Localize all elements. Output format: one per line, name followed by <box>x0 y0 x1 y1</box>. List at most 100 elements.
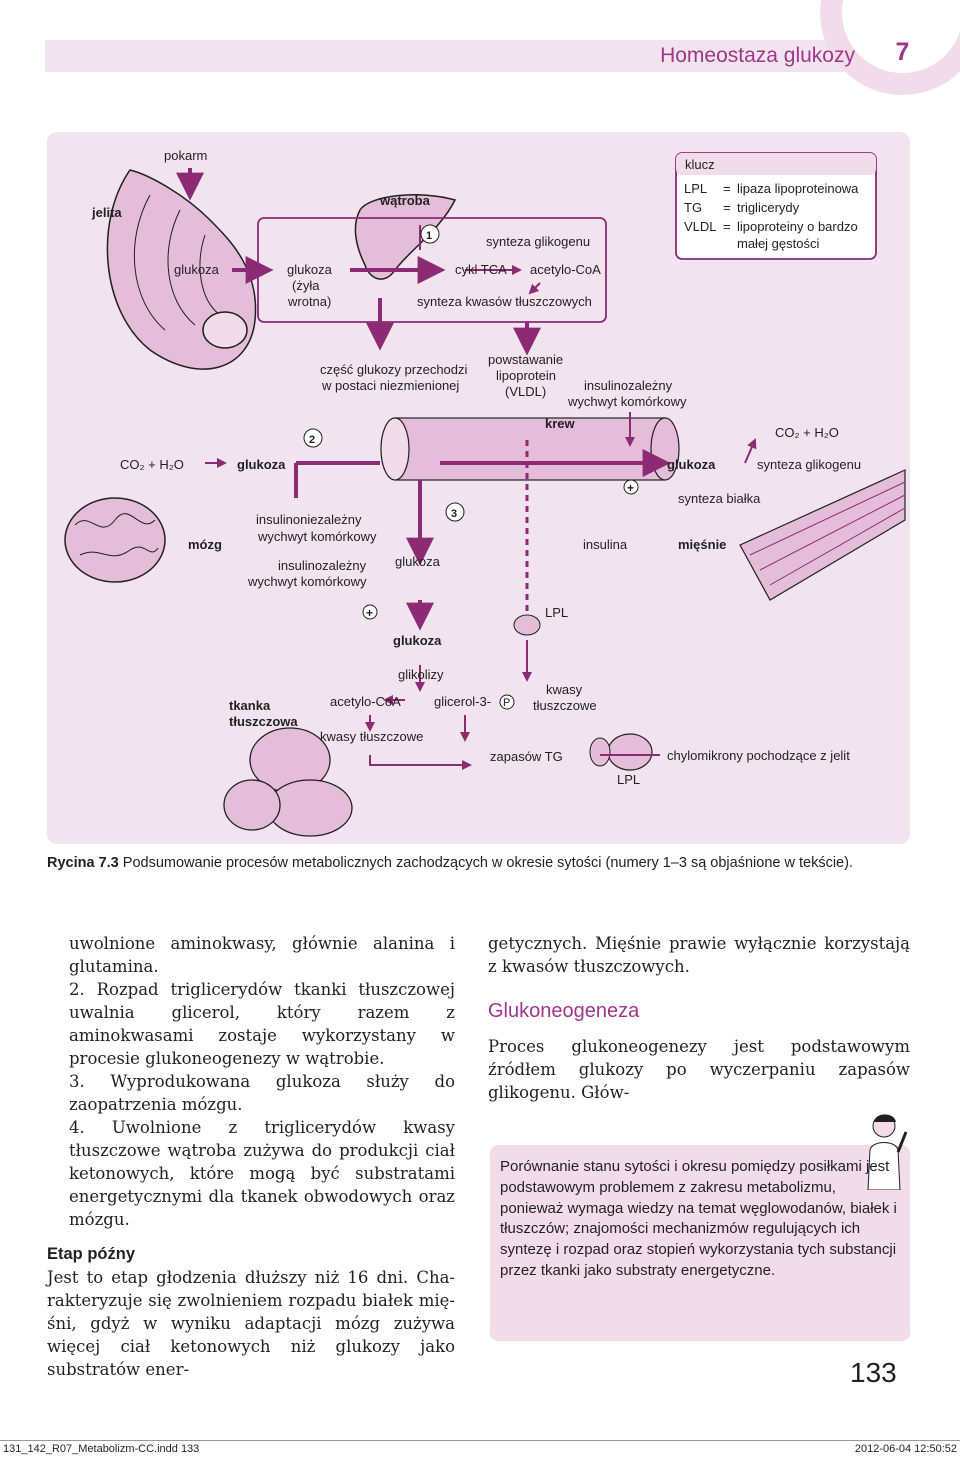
liver-shape <box>354 194 457 280</box>
right-para-1: getycznych. Mięśnie prawie wyłącznie kor… <box>488 934 910 976</box>
lpl-enzyme <box>513 614 541 636</box>
label-glicerol: glicerol-3- <box>434 694 491 709</box>
label-insulinoniezal-2: wychwyt komórkowy <box>257 529 377 544</box>
label-acetylo-coa-fat: acetylo-CoA <box>330 694 401 709</box>
label-powst-2: lipoprotein <box>496 368 556 383</box>
running-header-title: Homeostaza glukozy <box>660 44 855 67</box>
label-num2: 2 <box>309 434 315 446</box>
label-plus-muscle: + <box>627 481 634 495</box>
label-lpl-bottom: LPL <box>617 772 640 787</box>
section-heading-glukoneogeneza: Glukoneogeneza <box>488 1000 640 1022</box>
left-column: uwolnione aminokwasy, głównie alanina i … <box>47 932 455 1381</box>
caption-text: Podsumowanie procesów metabolicznych zac… <box>122 855 853 871</box>
step-circle-3 <box>445 502 465 522</box>
phosphate-circle <box>499 694 515 710</box>
label-acetylo-coa-top: acetylo-CoA <box>530 262 601 277</box>
intestine-illustration <box>106 169 257 370</box>
label-glukoza-blood: glukoza <box>237 457 286 472</box>
chapter-number: 7 <box>895 38 910 66</box>
brain-illustration <box>64 497 166 583</box>
label-insulinozal-b2: wychwyt komórkowy <box>247 574 367 589</box>
step-circle-1 <box>420 224 440 244</box>
key-tg: TG <box>684 200 702 215</box>
label-co2-left: CO₂ + H₂O <box>120 457 184 472</box>
footer-timestamp: 2012-06-04 12:50:52 <box>854 1443 957 1455</box>
label-insulinozal-2: wychwyt komórkowy <box>567 394 687 409</box>
label-insulina: insulina <box>583 537 628 552</box>
key-eq-1: = <box>723 181 731 196</box>
metabolism-diagram: pokarm jelita wątroba 1 2 3 synteza glik… <box>64 148 906 837</box>
left-para-4: 4. Uwolnione z triglicerydów kwasy tłusz… <box>69 1118 455 1229</box>
label-glukoza-mid: glukoza <box>395 554 441 569</box>
label-kwasy-fat: kwasy tłuszczowe <box>320 729 423 744</box>
label-synteza-glikogenu: synteza glikogenu <box>486 234 590 249</box>
arrow-to-tg <box>369 755 472 770</box>
blood-vessel <box>380 417 680 481</box>
doctor-icon <box>862 1110 908 1191</box>
label-powst-1: powstawanie <box>488 352 563 367</box>
info-box <box>490 1145 910 1341</box>
label-glukoza-portal-2: (żyła <box>292 278 320 293</box>
plus-circle-muscle <box>623 479 639 495</box>
key-title: klucz <box>685 157 715 172</box>
label-watroba: wątroba <box>379 193 431 208</box>
label-co2-right: CO₂ + H₂O <box>775 425 839 440</box>
step-circle-2 <box>303 428 323 448</box>
label-cykl-tca: cykl TCA <box>455 262 507 277</box>
label-czesc-2: w postaci niezmienionej <box>321 378 459 393</box>
label-synteza-kwasow: synteza kwasów tłuszczowych <box>417 294 592 309</box>
key-vldl-value-1: lipoproteiny o bardzo <box>737 219 858 234</box>
label-glukoza-gut: glukoza <box>174 262 220 277</box>
arrow-glucose-line <box>296 298 382 465</box>
figure-caption: Rycina 7.3 Podsumowanie procesów metabol… <box>47 855 927 871</box>
label-jelita: jelita <box>91 205 122 220</box>
label-glikolizy: glikolizy <box>398 667 444 682</box>
label-lpl-mid: LPL <box>545 605 568 620</box>
right-column: getycznych. Mięśnie prawie wyłącznie kor… <box>488 932 910 1104</box>
label-tkanka-1: tkanka <box>229 698 271 713</box>
label-pokarm: pokarm <box>164 148 207 163</box>
label-mozg: mózg <box>188 537 222 552</box>
label-num1: 1 <box>426 230 432 242</box>
label-synteza-bialka: synteza białka <box>678 491 761 506</box>
adipose-illustration <box>223 727 653 837</box>
plus-circle-fat <box>362 604 378 620</box>
label-zapasow-tg: zapasów TG <box>490 749 563 764</box>
label-num3: 3 <box>451 508 457 520</box>
label-phosphate: P <box>503 697 510 709</box>
left-para-1: uwolnione aminokwasy, głównie alanina i … <box>69 934 455 976</box>
key-eq-2: = <box>723 200 731 215</box>
label-insulinoniezal-1: insulinoniezależny <box>256 512 362 527</box>
lpl-enzyme-bottom <box>589 737 611 767</box>
key-vldl-value-2: małej gęstości <box>737 236 819 251</box>
caption-label: Rycina 7.3 <box>47 855 119 871</box>
left-para-3: 3. Wyprodukowana glukoza służy do zaopat… <box>69 1072 455 1114</box>
label-tkanka-2: tłuszczowa <box>229 714 298 729</box>
label-glukoza-fat: glukoza <box>393 633 442 648</box>
label-kwasy-2: tłuszczowe <box>533 698 597 713</box>
label-chylomikrony: chylomikrony pochodzące z jelit <box>667 748 850 763</box>
key-eq-3: = <box>723 219 731 234</box>
label-synteza-glikogenu-m: synteza glikogenu <box>757 457 861 472</box>
section-heading-etap: Etap późny <box>47 1245 136 1263</box>
label-glukoza-portal-1: glukoza <box>287 262 333 277</box>
label-kwasy-1: kwasy <box>546 682 583 697</box>
right-para-2: Proces glukoneogenezy jest podstawowym ź… <box>488 1037 910 1102</box>
page-number: 133 <box>850 1357 897 1388</box>
footer-rule <box>0 1440 960 1441</box>
key-lpl-value: lipaza lipoproteinowa <box>737 181 859 196</box>
label-insulinozal-1: insulinozależny <box>584 378 673 393</box>
label-czesc-1: część glukozy przechodzi <box>320 362 468 377</box>
key-header <box>676 153 876 175</box>
key-vldl: VLDL <box>684 219 717 234</box>
label-miesnie: mięśnie <box>678 537 726 552</box>
left-para-5: Jest to etap głodzenia dłuższy niż 16 dn… <box>47 1268 455 1379</box>
label-glukoza-portal-3: wrotna) <box>287 294 331 309</box>
footer-filename: 131_142_R07_Metabolizm-CC.indd 133 <box>3 1443 200 1455</box>
arrow-co2-right <box>744 438 757 464</box>
label-powst-3: (VLDL) <box>505 384 546 399</box>
label-krew: krew <box>545 416 576 431</box>
muscle-illustration <box>739 469 906 601</box>
label-plus-fat: + <box>366 606 373 620</box>
left-para-2: 2. Rozpad triglicerydów tkanki tłuszczow… <box>69 980 455 1068</box>
